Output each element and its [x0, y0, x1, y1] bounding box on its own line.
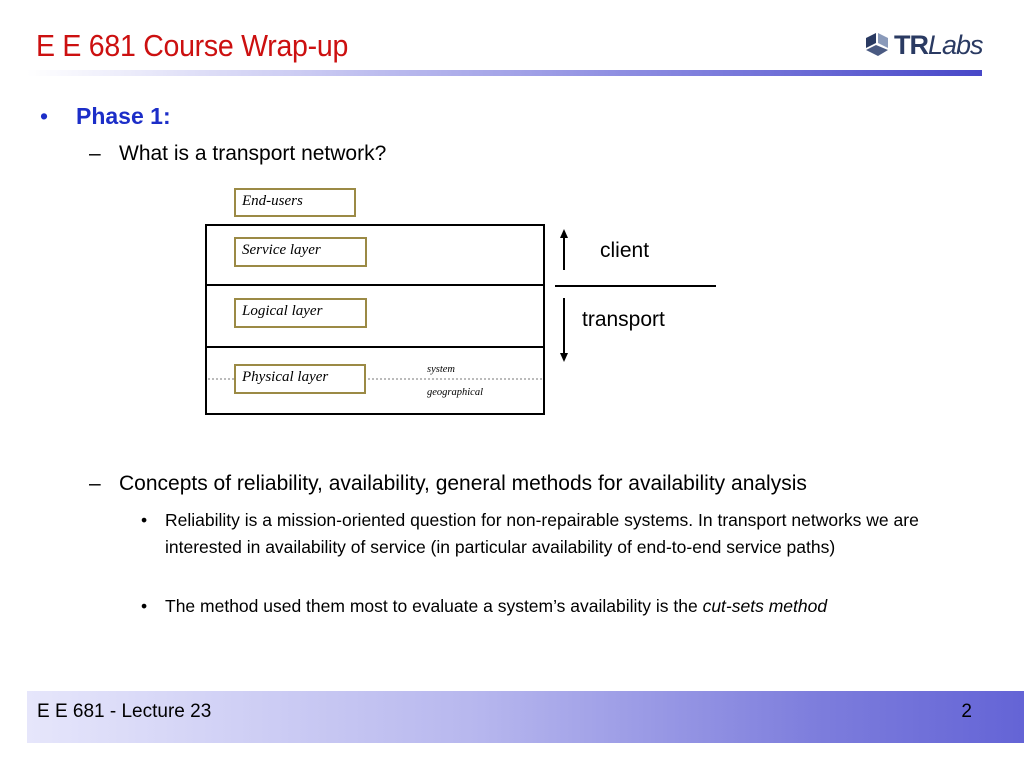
system-label: system [427, 364, 455, 375]
bullet-icon: • [141, 510, 148, 530]
service-layer-box: Service layer [234, 237, 367, 267]
title-divider [27, 70, 982, 76]
logical-layer-box: Logical layer [234, 298, 367, 328]
logo-tr: TR [894, 30, 929, 60]
list-item-concepts: –Concepts of reliability, availability, … [89, 472, 807, 496]
list-item-transport-text: What is a transport network? [119, 142, 387, 165]
up-arrowhead-icon [560, 229, 568, 238]
sub-item-method: • The method used them most to evaluate … [141, 593, 985, 620]
end-users-box: End-users [234, 188, 356, 217]
list-item-transport: –What is a transport network? [89, 142, 386, 166]
dash-icon: – [89, 472, 101, 495]
list-item-concepts-text: Concepts of reliability, availability, g… [119, 472, 807, 495]
footer-lecture: E E 681 - Lecture 23 [37, 701, 212, 722]
geographical-label: geographical [427, 387, 483, 398]
client-label: client [600, 239, 650, 262]
slide-footer: E E 681 - Lecture 23 2 [27, 691, 1024, 743]
physical-layer-box: Physical layer [234, 364, 366, 394]
logo-labs: Labs [928, 30, 984, 60]
page-number: 2 [961, 701, 972, 722]
phase-heading-text: Phase 1: [76, 103, 171, 129]
trlabs-emblem-icon [866, 33, 888, 56]
down-arrowhead-icon [560, 353, 568, 362]
sub-item-reliability: • Reliability is a mission-oriented ques… [141, 507, 985, 561]
dash-icon: – [89, 142, 101, 165]
sub-item-reliability-text: Reliability is a mission-oriented questi… [165, 510, 919, 557]
bullet-icon: • [40, 103, 49, 129]
bullet-icon: • [141, 596, 148, 616]
slide-title: E E 681 Course Wrap-up [36, 28, 349, 63]
cut-sets-method-term: cut-sets method [702, 596, 828, 616]
transport-label: transport [582, 308, 665, 331]
sub-item-method-text: The method used them most to evaluate a … [165, 596, 703, 616]
phase-heading: • Phase 1: [40, 103, 171, 130]
